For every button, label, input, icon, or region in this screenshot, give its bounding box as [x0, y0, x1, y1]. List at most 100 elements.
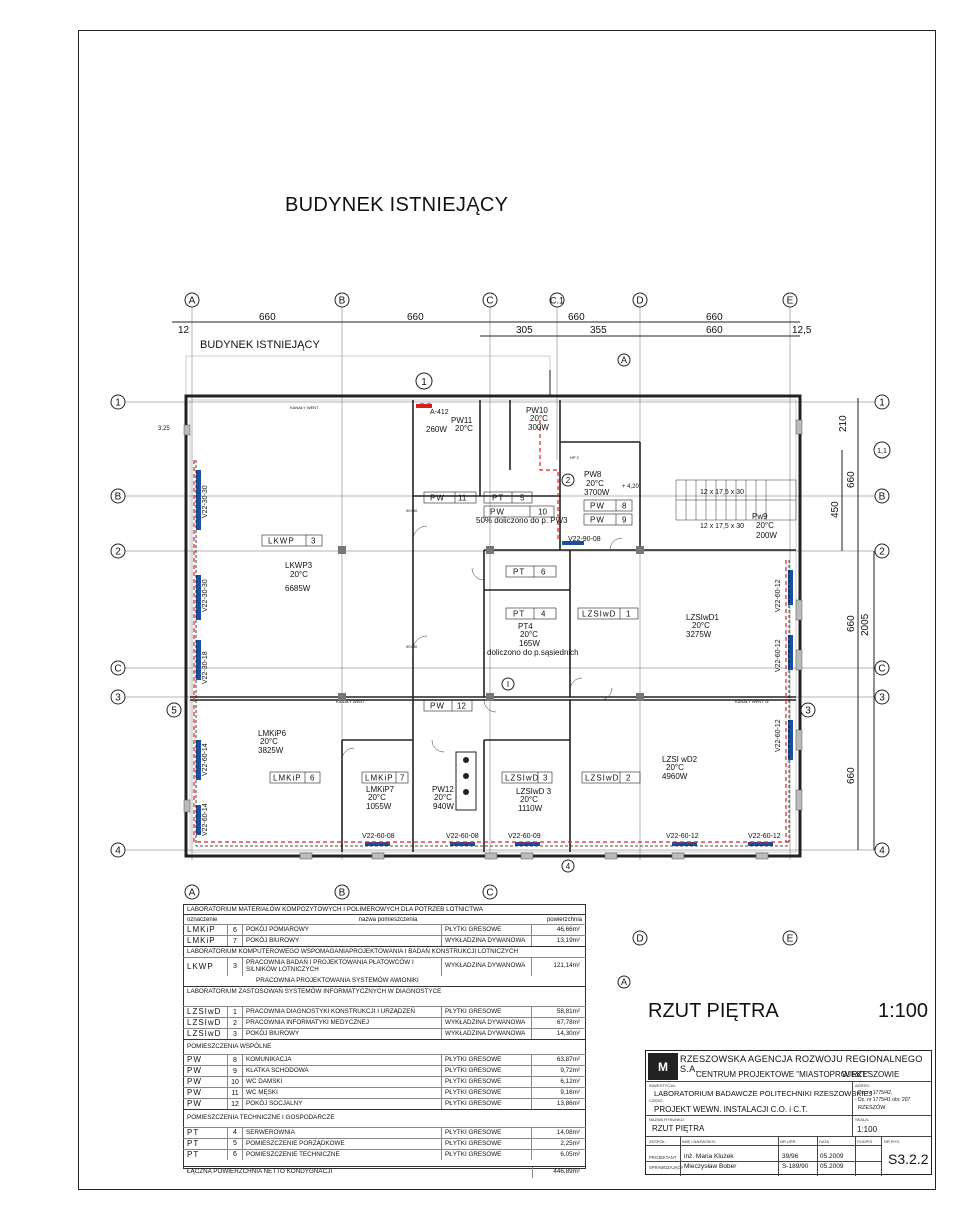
- dim: 210: [838, 415, 849, 432]
- cell: 5: [227, 1138, 242, 1149]
- cell: 13,86m²: [531, 1099, 586, 1110]
- room-name: LMKiP7: [366, 785, 395, 794]
- table-header: oznaczenie nazwa pomieszczenia powierzch…: [183, 914, 586, 924]
- header-cell: powierzchnia: [546, 916, 582, 923]
- room-schedule-content: LABORATORIUM MATERIAŁÓW KOMPOZYTOWYCH I …: [183, 904, 586, 1178]
- cell: POKÓJ BIUROWY: [242, 936, 441, 947]
- vent-label: KANAŁY WENT. Ø: [735, 699, 769, 704]
- room-note: 50% doliczono do p. PW3: [476, 516, 568, 525]
- room-num: 12: [457, 702, 466, 711]
- room-lkwp3: LKWP 3 LKWP3 20°C 6685W: [261, 534, 323, 593]
- room-num: 6: [541, 568, 546, 577]
- cell: POKÓJ BIUROWY: [242, 1029, 441, 1040]
- label: PODPIS: [857, 1139, 873, 1144]
- room-power: 165W: [519, 639, 540, 648]
- door-label: 90×30: [406, 508, 418, 513]
- room-pt4: PT 4 PT4 20°C 165W doliczono do p.sąsied…: [487, 607, 579, 657]
- room-name: LMKiP6: [258, 729, 287, 738]
- room-power: 3275W: [686, 630, 712, 639]
- dim: 660: [846, 471, 857, 488]
- elevation-label: + 4,20: [622, 484, 640, 490]
- axis-label: A: [189, 296, 196, 307]
- room-tag: PW: [490, 508, 505, 517]
- cell: POKÓJ SOCJALNY: [242, 1099, 441, 1110]
- room-lzsiwd3: LZSIwD 3 LZSIwD 3 20°C 1110W: [501, 771, 553, 813]
- axis-label: 2: [879, 547, 885, 558]
- room-num: 6: [310, 774, 315, 783]
- room-num: 7: [400, 774, 405, 783]
- room-note: doliczono do p.sąsiednich: [487, 648, 579, 657]
- cell: 1: [227, 1007, 242, 1018]
- part: PROJEKT WEWN. INSTALACJI C.O. i C.T.: [654, 1105, 808, 1114]
- room-name: PW8: [584, 470, 602, 479]
- cell: WYKŁADZINA DYWANOWA: [441, 957, 531, 976]
- room-num: 9: [622, 516, 627, 525]
- cell: 121,14m²: [531, 957, 586, 976]
- room-lmkip7: LMKiP 7 LMKiP7 20°C 1055W: [361, 771, 409, 811]
- room-tag: PW: [430, 702, 445, 711]
- cell: 67,78m²: [531, 1018, 586, 1029]
- pipe-label: V22-30-30: [202, 579, 209, 612]
- axis-label: E: [787, 296, 794, 307]
- axis-label: D: [636, 296, 643, 307]
- cell: LMKiP: [187, 925, 216, 935]
- cell: KOMUNIKACJA: [242, 1055, 441, 1066]
- room-tag: PT: [513, 568, 525, 577]
- room-name: LZSIwD1: [686, 613, 719, 622]
- room-num: 10: [538, 508, 547, 517]
- cell: 46,66m²: [531, 925, 586, 936]
- cell: 9,72m²: [531, 1066, 586, 1077]
- room-tag: LZSIwD: [582, 610, 616, 619]
- axis-a-mid: A: [621, 355, 627, 365]
- cell: 9,16m²: [531, 1088, 586, 1099]
- total-label: ŁĄCZNA POWIERZCHNIA NETTO KONDYGNACJI: [187, 1168, 333, 1176]
- company-name: RZESZOWSKA AGENCJA ROZWOJU REGIONALNEGO …: [680, 1054, 923, 1074]
- cell: PŁYTKI GRESOWE: [441, 1055, 531, 1066]
- room-temp: 20°C: [586, 479, 604, 488]
- room-temp: 20°C: [530, 414, 548, 423]
- address-line: - Dz. nr 1775/42,: [855, 1090, 893, 1096]
- room-num: 5: [520, 494, 525, 503]
- axis-label: 1: [115, 398, 121, 409]
- room-power: 1055W: [366, 802, 392, 811]
- section-title: LABORATORIUM KOMPUTEROWEGO WSPOMAGANIAPR…: [183, 946, 586, 956]
- cell: 6: [227, 925, 242, 936]
- dim: 355: [590, 325, 607, 336]
- marker: 2: [566, 476, 571, 485]
- room-num: 2: [626, 774, 631, 783]
- room-name: Pw9: [752, 512, 768, 521]
- header-cell: nazwa pomieszczenia: [358, 916, 418, 923]
- room-tag: PW: [590, 516, 605, 525]
- role: PROJEKTANT: [649, 1155, 677, 1160]
- cell: LZSIwD: [187, 1018, 222, 1028]
- room-pw8: PW8 20°C 3700W PW 8: [583, 470, 633, 512]
- pipe-label: V22-60-08: [446, 833, 479, 840]
- room-name: PT4: [518, 622, 533, 631]
- room-pw12: PW 12 PW12 20°C 940W: [423, 699, 473, 811]
- room-name: PW10: [526, 406, 548, 415]
- cell: PŁYTKI GRESOWE: [441, 1077, 531, 1088]
- label: NR RYS.: [884, 1139, 901, 1144]
- section-title: POMIESZCZENIA WSPÓLNE: [183, 1039, 586, 1054]
- pipe-label: V22-60-12: [775, 639, 782, 672]
- pipe-label: V22-60-08: [362, 833, 395, 840]
- axis-label: B: [339, 296, 346, 307]
- cell: 6,05m²: [531, 1149, 586, 1160]
- room-temp: 20°C: [368, 793, 386, 802]
- cell: PRACOWNIA DIAGNOSTYKI KONSTRUKCJI I URZĄ…: [242, 1007, 441, 1018]
- pipe-label: V22-60-12: [748, 833, 781, 840]
- cell: PRACOWNIA INFORMATYKI MEDYCZNEJ: [242, 1018, 441, 1029]
- dim: 660: [846, 767, 857, 784]
- sheet-scale: 1:100: [878, 1000, 929, 1022]
- axis-label: B: [115, 492, 122, 503]
- label: ZESPÓŁ:: [649, 1139, 666, 1144]
